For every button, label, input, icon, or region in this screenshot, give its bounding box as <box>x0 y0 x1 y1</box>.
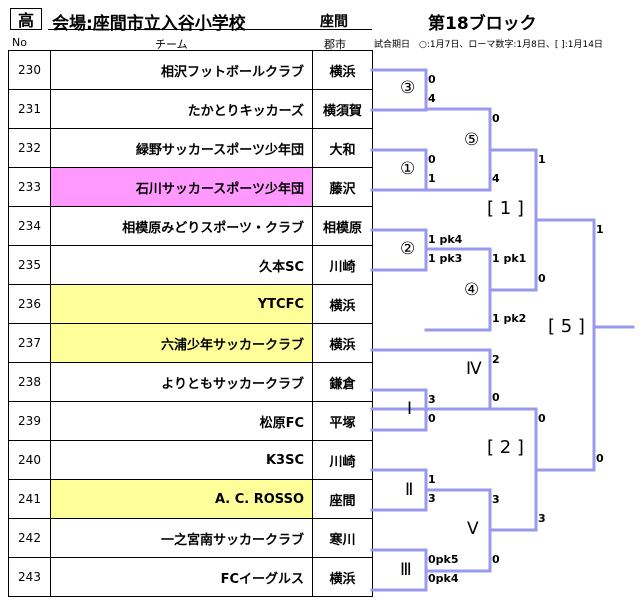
match-mark: Ⅲ <box>400 560 412 580</box>
team-name: 相模原みどりスポーツ・クラブ <box>50 206 313 246</box>
score-top: 0 <box>538 412 546 425</box>
team-city: 相模原 <box>312 206 373 246</box>
score-bottom: 0 <box>492 553 500 566</box>
team-city: 横浜 <box>312 557 373 597</box>
team-name: 緑野サッカースポーツ少年団 <box>50 128 313 168</box>
score-bottom: 0pk4 <box>428 572 459 585</box>
score-top: 3 <box>428 393 436 406</box>
score-bottom: 1 <box>428 172 436 185</box>
score-bottom: 0 <box>538 272 546 285</box>
score-top: 0pk5 <box>428 553 459 566</box>
match-mark: [ 5 ] <box>548 316 585 337</box>
team-city: 座間 <box>312 479 373 519</box>
team-number: 234 <box>8 206 51 246</box>
score-top: 2 <box>492 353 500 366</box>
team-number: 230 <box>8 50 51 90</box>
team-name: FCイーグルス <box>50 557 313 597</box>
score-top: 3 <box>492 493 500 506</box>
team-name: 一之宮南サッカークラブ <box>50 518 313 558</box>
team-number: 241 <box>8 479 51 519</box>
block-title: 第18ブロック <box>428 14 537 34</box>
team-number: 243 <box>8 557 51 597</box>
team-city: 鎌倉 <box>312 362 373 402</box>
score-top: 1 pk4 <box>428 233 463 246</box>
match-mark: Ⅰ <box>407 399 413 419</box>
team-number: 240 <box>8 440 51 480</box>
header-underline <box>48 29 372 30</box>
score-bottom: 4 <box>428 92 436 105</box>
team-name: A. C. ROSSO <box>50 479 313 519</box>
team-name: 石川サッカースポーツ少年団 <box>50 167 313 207</box>
score-bottom: 1 pk3 <box>428 252 463 265</box>
score-bottom: 4 <box>492 172 500 185</box>
match-mark: ① <box>400 159 416 179</box>
score-top: 0 <box>428 73 436 86</box>
match-mark: ② <box>400 239 416 259</box>
match-mark: Ⅴ <box>467 519 479 539</box>
match-mark: Ⅱ <box>405 480 414 500</box>
match-mark: ④ <box>464 280 480 300</box>
grade-label: 高 <box>10 8 42 30</box>
score-top: 0 <box>492 112 500 125</box>
score-top: 1 <box>596 223 604 236</box>
score-bottom: 0 <box>596 452 604 465</box>
score-bottom: 0 <box>492 391 500 404</box>
team-name: よりともサッカークラブ <box>50 362 313 402</box>
score-top: 1 <box>538 153 546 166</box>
team-number: 235 <box>8 245 51 285</box>
score-top: 1 pk1 <box>492 252 527 265</box>
match-mark: [ 2 ] <box>487 437 524 458</box>
score-bottom: 3 <box>428 492 436 505</box>
score-bottom: 1 pk2 <box>492 312 527 325</box>
score-top: 0 <box>428 153 436 166</box>
score-bottom: 3 <box>538 512 546 525</box>
team-city: 寒川 <box>312 518 373 558</box>
match-mark: [ 1 ] <box>487 198 524 219</box>
team-city: 大和 <box>312 128 373 168</box>
column-header-city: 郡市 <box>324 38 346 51</box>
match-mark: ③ <box>400 78 416 98</box>
team-number: 236 <box>8 284 51 324</box>
team-name: K3SC <box>50 440 313 480</box>
schedule-legend: 試合期日 ○:1月7日、ローマ数字:1月8日、[ ]:1月14日 <box>374 40 603 50</box>
team-city: 横須賀 <box>312 89 373 129</box>
match-mark: ⑤ <box>464 130 480 150</box>
team-number: 238 <box>8 362 51 402</box>
team-name: 六浦少年サッカークラブ <box>50 323 313 363</box>
column-header-no: No <box>12 36 27 49</box>
team-name: 相沢フットボールクラブ <box>50 50 313 90</box>
team-name: たかとりキッカーズ <box>50 89 313 129</box>
column-header-team: チーム <box>155 38 188 51</box>
score-top: 1 <box>428 473 436 486</box>
venue-city-header: 座間 <box>320 14 348 30</box>
match-mark: Ⅳ <box>466 359 482 379</box>
team-name: YTCFC <box>50 284 313 324</box>
score-bottom: 0 <box>428 412 436 425</box>
